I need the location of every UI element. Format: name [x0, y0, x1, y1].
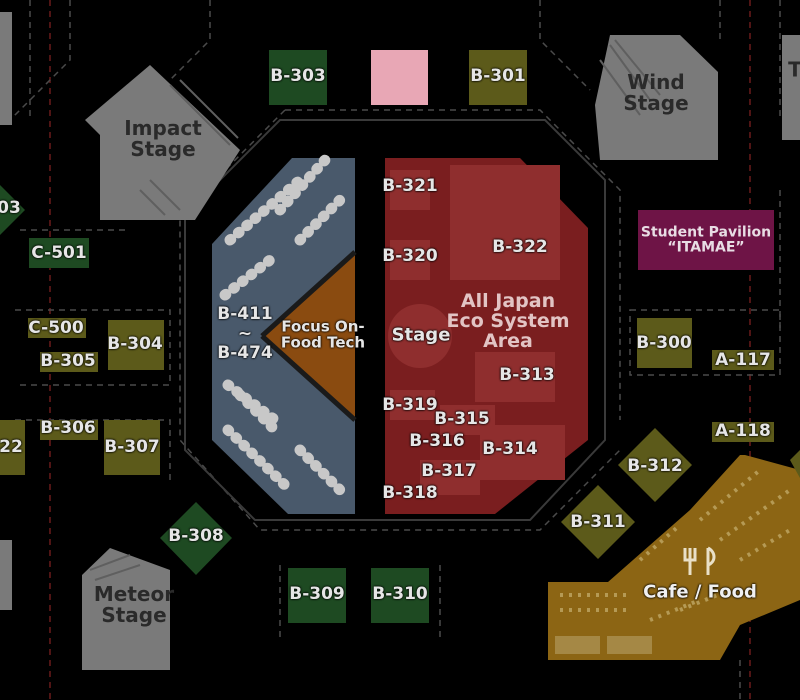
fork-knife-icon	[683, 546, 716, 575]
meteor-stage-shape[interactable]	[82, 548, 170, 670]
booth-b317[interactable]: B-317	[421, 461, 477, 482]
seating-dots	[219, 154, 351, 501]
booth-b310[interactable]: B-310	[372, 584, 428, 605]
booth-a117[interactable]: A-117	[715, 350, 771, 371]
booth-b314[interactable]: B-314	[482, 439, 538, 460]
red-zone-sub-booths	[388, 165, 565, 495]
left-edge-shape	[0, 540, 12, 610]
all-japan-eco-label: All Japan Eco System Area	[446, 290, 570, 352]
booth-b313[interactable]: B-313	[499, 365, 555, 386]
booth-b312[interactable]: B-312	[627, 456, 683, 477]
wind-stage-rows	[599, 39, 661, 116]
booth-b318[interactable]: B-318	[382, 483, 438, 504]
booth-b309[interactable]: B-309	[289, 584, 345, 605]
focus-on-food-tech-label: Focus On- Food Tech	[280, 317, 366, 351]
booth-b301[interactable]: B-301	[470, 66, 526, 87]
meteor-stage-label: Meteor Stage	[93, 582, 175, 627]
booth-b474-label[interactable]: B-474	[217, 343, 273, 364]
booth-b307[interactable]: B-307	[104, 437, 160, 458]
cafe-food-label: Cafe / Food	[643, 581, 757, 603]
booth-b304[interactable]: B-304	[107, 334, 163, 355]
booth-b303[interactable]: B-303	[270, 66, 326, 87]
impact-stage-rows	[139, 79, 239, 216]
booth-b316[interactable]: B-316	[409, 431, 465, 452]
booth-b305[interactable]: B-305	[40, 351, 96, 372]
cafe-food-shape[interactable]	[548, 455, 800, 660]
booth-b315[interactable]: B-315	[434, 409, 490, 430]
booth-b319[interactable]: B-319	[382, 395, 438, 416]
left-top-shape	[0, 12, 12, 125]
right-edge-stage	[782, 35, 800, 140]
booth-b300[interactable]: B-300	[636, 333, 692, 354]
booth-left-22[interactable]: 22	[0, 437, 23, 458]
cafe-tables	[555, 636, 652, 654]
booth-left-03[interactable]: 03	[0, 198, 21, 219]
central-octagon-outline	[184, 119, 606, 521]
right-edge-booth	[790, 450, 800, 478]
olive-booths	[0, 50, 774, 559]
impact-stage-label: Impact Stage	[124, 116, 202, 161]
focus-on-food-tech-zone[interactable]	[262, 252, 355, 420]
student-pavilion-shape[interactable]	[638, 210, 774, 270]
booth-b320[interactable]: B-320	[382, 246, 438, 267]
booth-b308[interactable]: B-308	[168, 526, 224, 547]
green-booths	[0, 50, 429, 623]
booth-b411-label[interactable]: B-411	[217, 304, 273, 325]
right-stage-label: T	[788, 57, 800, 82]
booth-range-separator: ~	[237, 324, 253, 345]
booth-c501[interactable]: C-501	[31, 243, 87, 264]
meeting-space-shape[interactable]	[371, 50, 428, 105]
student-pavilion-label: Student Pavilion “ITAMAE”	[640, 224, 772, 255]
impact-stage-shape[interactable]	[85, 65, 240, 220]
booth-a118[interactable]: A-118	[715, 421, 771, 442]
meteor-stage-rows	[89, 554, 141, 581]
wind-stage-label: Wind Stage	[623, 70, 689, 115]
booth-b306[interactable]: B-306	[40, 418, 96, 439]
booth-b311[interactable]: B-311	[570, 512, 626, 533]
booth-b321[interactable]: B-321	[382, 176, 438, 197]
booth-c500[interactable]: C-500	[28, 318, 84, 339]
stage-label: Stage	[391, 324, 451, 346]
booth-b322[interactable]: B-322	[492, 237, 548, 258]
